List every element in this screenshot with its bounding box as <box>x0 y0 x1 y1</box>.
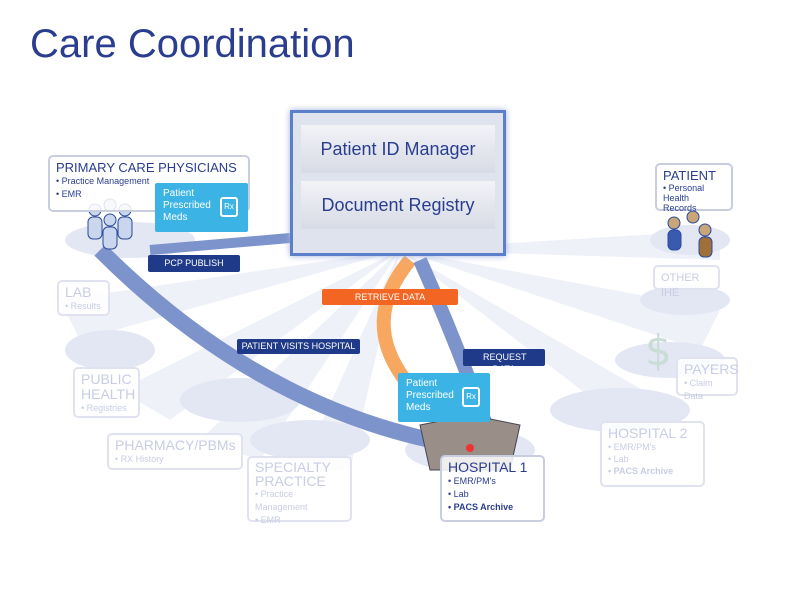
patient-prescribed-meds-callout-pcp: Patient Prescribed Meds Rx <box>155 183 248 232</box>
rx-bottle-icon: Rx <box>220 197 238 217</box>
node-specialty-practice[interactable]: SPECIALTY PRACTICE • Practice Management… <box>247 456 352 525</box>
document-registry[interactable]: Document Registry <box>301 181 495 229</box>
node-item: • Results <box>65 301 101 311</box>
request-data-label: REQUEST DATA <box>463 349 545 366</box>
node-heading: LAB <box>65 284 92 300</box>
patient-prescribed-meds-callout-hospital: Patient Prescribed Meds Rx <box>398 373 490 422</box>
central-registry: Patient ID Manager Document Registry <box>290 110 506 256</box>
node-item: • Lab <box>608 454 629 464</box>
node-heading: HOSPITAL 2 <box>608 425 688 441</box>
node-heading: HOSPITAL 1 <box>448 459 528 475</box>
meds-label: Patient Prescribed Meds <box>163 188 211 223</box>
patient-visits-arrow <box>94 244 432 448</box>
node-hospital-2[interactable]: HOSPITAL 2 • EMR/PM's • Lab • PACS Archi… <box>600 421 705 487</box>
node-item: • Lab <box>448 489 469 499</box>
node-item: • Personal Health Records <box>663 183 705 213</box>
node-item: • Practice Management <box>56 176 150 186</box>
node-heading: SPECIALTY PRACTICE <box>255 459 331 489</box>
node-heading: PUBLIC HEALTH <box>81 371 136 402</box>
node-hospital-1[interactable]: HOSPITAL 1 • EMR/PM's • Lab • PACS Archi… <box>440 455 545 522</box>
meds-label: Patient Prescribed Meds <box>406 378 454 413</box>
patient-id-manager[interactable]: Patient ID Manager <box>301 125 495 173</box>
retrieve-data-arrow <box>376 255 416 385</box>
node-payers[interactable]: PAYERS • Claim Data <box>676 357 739 401</box>
retrieve-data-label: RETRIEVE DATA <box>322 289 458 305</box>
node-item: • Registries <box>81 403 127 413</box>
node-public-health[interactable]: PUBLIC HEALTH • Registries <box>73 367 140 418</box>
node-item: • PACS Archive <box>448 502 514 512</box>
node-heading: PHARMACY/PBMs <box>115 437 236 453</box>
node-item: • Practice Management <box>255 489 308 512</box>
node-item: • EMR/PM's <box>448 476 496 486</box>
node-other-ihe[interactable]: OTHER IHE <box>653 265 720 299</box>
node-patient[interactable]: PATIENT • Personal Health Records <box>655 163 733 213</box>
node-item: • Claim Data <box>684 378 713 401</box>
patient-family-icon <box>667 210 713 258</box>
node-item: • EMR/PM's <box>608 442 656 452</box>
node-item: • EMR <box>56 189 82 199</box>
node-lab[interactable]: LAB • Results <box>57 280 110 316</box>
node-pharmacy[interactable]: PHARMACY/PBMs • RX History <box>107 433 243 470</box>
pcp-publish-label: PCP PUBLISH <box>148 255 240 272</box>
node-item: • RX History <box>115 454 164 464</box>
node-item: • PACS Archive <box>608 466 674 476</box>
rx-bottle-icon: Rx <box>462 387 480 407</box>
node-item: • EMR <box>255 515 281 525</box>
dollar-icon: $ <box>645 326 672 375</box>
pcp-publish-arrow <box>149 233 291 255</box>
patient-visits-hospital-label: PATIENT VISITS HOSPITAL <box>237 339 360 354</box>
node-heading: PATIENT <box>663 168 716 183</box>
node-heading: PAYERS <box>684 361 739 377</box>
page-title: Care Coordination <box>30 22 355 66</box>
node-heading: PRIMARY CARE PHYSICIANS <box>56 160 237 175</box>
node-heading: OTHER IHE <box>661 272 700 299</box>
node-primary-care-physicians[interactable]: PRIMARY CARE PHYSICIANS • Practice Manag… <box>48 155 250 212</box>
